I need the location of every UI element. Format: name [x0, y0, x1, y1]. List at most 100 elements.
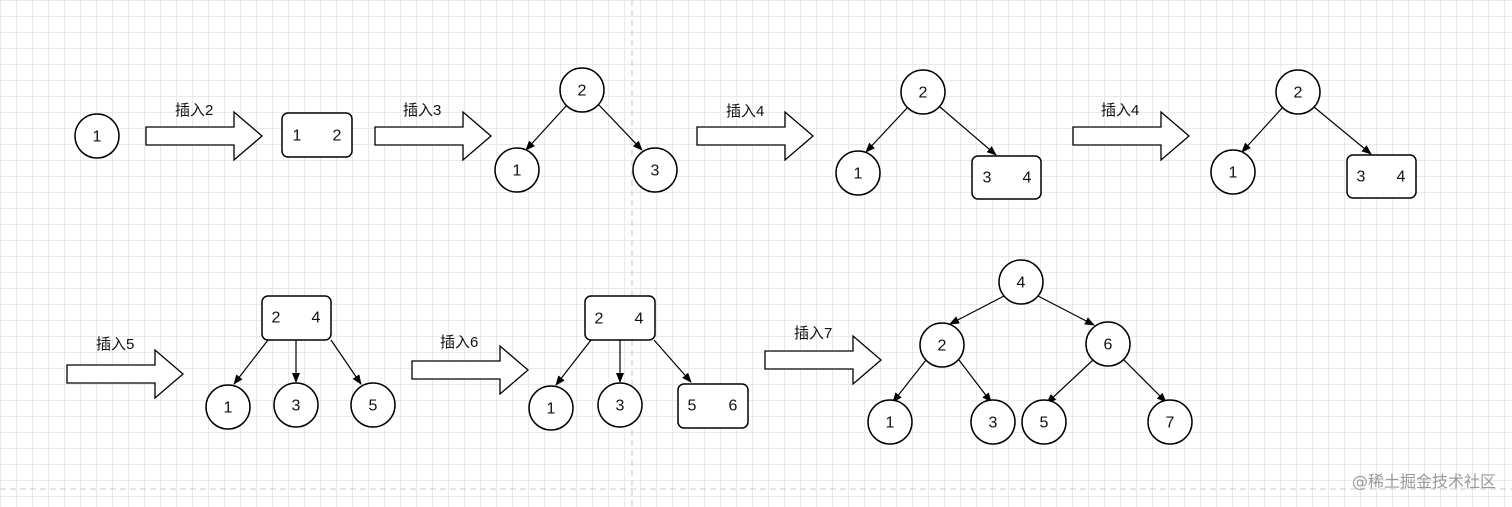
node-key: 4 [312, 310, 321, 327]
node-label: 1 [513, 163, 522, 180]
node-circle [74, 113, 120, 159]
tree-edge [939, 106, 997, 156]
node-label: 1 [886, 415, 895, 432]
node-circle [350, 382, 396, 428]
node-box [584, 295, 656, 341]
block-arrow-shape [145, 110, 263, 162]
node-key: 2 [595, 311, 604, 328]
node-label: 1 [547, 401, 556, 418]
arrow-label: 插入5 [96, 336, 134, 353]
tree-edge [330, 339, 362, 385]
watermark-text: @稀土掘金技术社区 [1352, 472, 1496, 491]
step6-tree: 2 4 1 3 5 [205, 295, 396, 430]
transition-arrow-5: 插入5 [66, 336, 184, 400]
tree-edge [1123, 359, 1167, 403]
node-label: 3 [292, 398, 301, 415]
node-key: 4 [1023, 170, 1032, 187]
node-circle [1085, 321, 1131, 367]
node-circle [867, 399, 913, 445]
node-circle [1147, 399, 1193, 445]
arrow-label: 插入4 [726, 103, 764, 120]
block-arrow-shape [374, 110, 492, 162]
arrow-label: 插入2 [175, 102, 213, 119]
transition-arrow-2: 插入3 [374, 102, 492, 162]
block-arrow-shape [696, 110, 814, 162]
tree-edge [598, 104, 643, 151]
node-key: 4 [1397, 169, 1406, 186]
node-box [1346, 154, 1417, 199]
step1-tree: 1 [74, 113, 120, 159]
node-label: 5 [369, 398, 378, 415]
node-key: 4 [635, 311, 644, 328]
arrow-label: 插入7 [794, 325, 832, 342]
arrow-label: 插入6 [440, 334, 478, 351]
arrow-label: 插入3 [403, 102, 441, 119]
transition-arrow-7: 插入7 [764, 325, 882, 386]
node-label: 3 [989, 415, 998, 432]
node-box [281, 112, 353, 158]
transition-arrow-4: 插入4 [1072, 102, 1190, 162]
node-circle [494, 147, 540, 193]
transition-arrow-6: 插入6 [411, 334, 529, 396]
block-arrow-shape [411, 344, 529, 396]
tree-edge [653, 339, 692, 383]
step3-tree: 2 1 3 [494, 67, 678, 193]
step5-tree: 2 1 3 4 [1210, 69, 1417, 199]
node-circle [528, 385, 574, 431]
tree-edge [1241, 106, 1284, 153]
node-circle [998, 259, 1044, 305]
tree-edge [233, 339, 269, 385]
node-circle [1210, 149, 1256, 195]
block-arrow-shape [66, 348, 184, 400]
step7-tree: 2 4 1 3 5 6 [528, 295, 749, 431]
tree-edge [958, 359, 992, 403]
node-label: 1 [1229, 165, 1238, 182]
tree-edge [1037, 295, 1095, 326]
step8-tree: 4 2 6 1 3 5 7 [867, 259, 1193, 445]
node-box [261, 295, 332, 341]
node-key: 3 [1357, 169, 1366, 186]
node-circle [205, 384, 251, 430]
node-key: 1 [293, 128, 302, 145]
node-label: 7 [1166, 415, 1175, 432]
transition-arrow-3: 插入4 [696, 103, 814, 162]
node-circle [273, 382, 319, 428]
tree-edge [555, 339, 592, 386]
node-circle [970, 399, 1016, 445]
node-box [677, 383, 749, 429]
block-arrow-shape [1072, 110, 1190, 162]
node-box [971, 155, 1042, 200]
tree-edge [892, 359, 927, 403]
node-circle [900, 69, 946, 115]
node-label: 2 [919, 85, 928, 102]
node-key: 2 [272, 310, 281, 327]
node-circle [559, 67, 605, 113]
node-circle [1275, 69, 1321, 115]
node-label: 6 [1104, 337, 1113, 354]
tree-edge [525, 104, 568, 151]
node-label: 3 [651, 163, 660, 180]
tree-edge [1313, 106, 1372, 155]
node-circle [597, 382, 643, 428]
block-arrow-shape [764, 334, 882, 386]
node-circle [919, 322, 965, 368]
node-label: 1 [224, 400, 233, 417]
node-circle [632, 147, 678, 193]
node-label: 3 [616, 398, 625, 415]
step4-tree: 2 1 3 4 [835, 69, 1042, 200]
arrow-label: 插入4 [1101, 102, 1139, 119]
node-key: 5 [688, 398, 697, 415]
node-key: 6 [729, 398, 738, 415]
node-key: 2 [333, 128, 342, 145]
step2-tree: 1 2 [281, 112, 353, 158]
tree-edge [865, 106, 909, 153]
node-label: 2 [578, 83, 587, 100]
transition-arrow-1: 插入2 [145, 102, 263, 162]
tree-edge [1046, 359, 1094, 404]
node-circle [835, 150, 881, 196]
node-label: 1 [854, 166, 863, 183]
node-label: 4 [1017, 275, 1026, 292]
node-label: 2 [1294, 85, 1303, 102]
tree-edge [949, 295, 1005, 325]
